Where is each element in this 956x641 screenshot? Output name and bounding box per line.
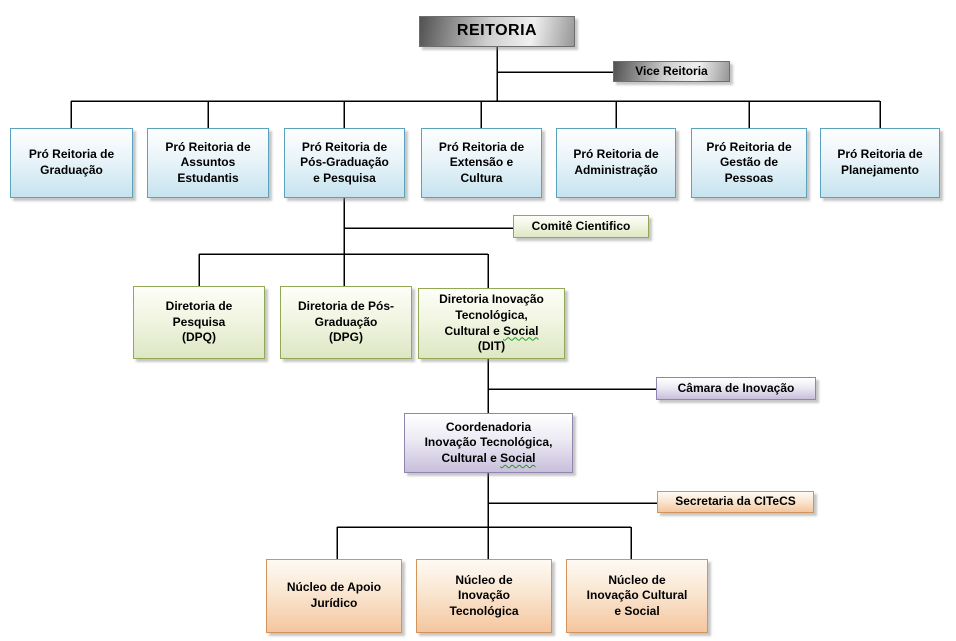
org-node-diretoria-pos-graduacao: Diretoria de Pós-Graduação(DPG) (280, 286, 412, 359)
org-node-label: REITORIA (456, 22, 538, 40)
spellcheck-underline: Social (500, 450, 536, 465)
org-node-label: Câmara de Inovação (677, 380, 795, 395)
org-node-camara-inovacao: Câmara de Inovação (656, 377, 816, 400)
org-node-vice-reitoria: Vice Reitoria (613, 61, 730, 82)
org-node-label: Diretoria de Pós-Graduação(DPG) (297, 299, 395, 345)
org-node-comite-cientifico: Comitê Cientifico (513, 215, 649, 238)
org-node-label: Vice Reitoria (635, 63, 708, 78)
org-node-secretaria-citecs: Secretaria da CITeCS (657, 491, 814, 513)
org-node-label: Secretaria da CITeCS (675, 494, 796, 509)
spellcheck-underline: Social (503, 323, 539, 338)
org-node-reitoria: REITORIA (419, 16, 575, 47)
org-node-label: Comitê Cientifico (531, 218, 631, 233)
